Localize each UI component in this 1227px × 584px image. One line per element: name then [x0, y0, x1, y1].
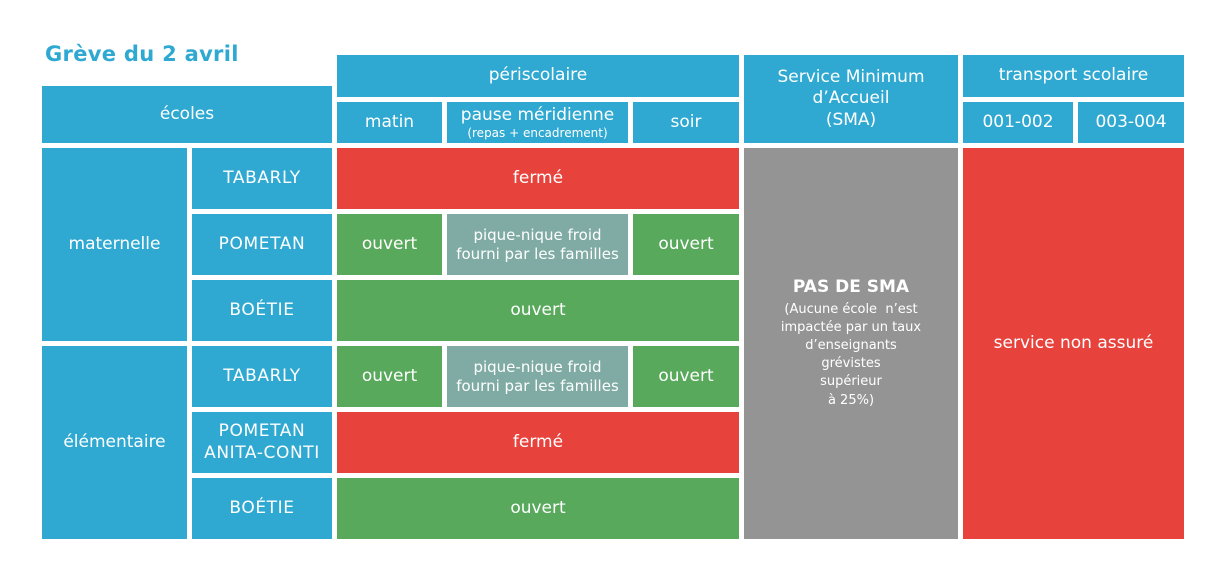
status-elementaire-tabarly-matin-ouvert: ouvert: [337, 346, 442, 407]
sma-status-title: PAS DE SMA: [792, 277, 910, 298]
school-maternelle-pometan: POMETAN: [192, 214, 332, 275]
status-elementaire-tabarly-soir-ouvert: ouvert: [633, 346, 739, 407]
status-maternelle-tabarly-ferme: fermé: [337, 148, 739, 209]
status-maternelle-pometan-matin-ouvert: ouvert: [337, 214, 442, 275]
group-maternelle: maternelle: [42, 148, 187, 341]
header-soir: soir: [633, 102, 739, 143]
sma-status-note: (Aucune école n’est impactée par un taux…: [780, 301, 922, 408]
strike-table: écoles périscolaire Service Minimum d’Ac…: [42, 55, 1184, 539]
status-elementaire-tabarly-pique-nique: pique-nique froid fourni par les famille…: [447, 346, 628, 407]
header-transport-scolaire: transport scolaire: [963, 55, 1184, 97]
status-maternelle-boetie-ouvert: ouvert: [337, 280, 739, 341]
header-pause-meridienne: pause méridienne (repas + encadrement): [447, 102, 628, 143]
header-periscolaire: périscolaire: [337, 55, 739, 97]
page-title: Grève du 2 avril: [45, 42, 239, 66]
header-bus-003-004: 003-004: [1078, 102, 1184, 143]
group-elementaire: élémentaire: [42, 346, 187, 539]
school-elementaire-pometan-anita-conti: POMETAN ANITA-CONTI: [192, 412, 332, 473]
school-maternelle-boetie: BOÉTIE: [192, 280, 332, 341]
transport-status-cell: service non assuré: [963, 148, 1184, 539]
header-matin: matin: [337, 102, 442, 143]
sma-status-cell: PAS DE SMA (Aucune école n’est impactée …: [744, 148, 958, 539]
status-elementaire-boetie-ouvert: ouvert: [337, 478, 739, 539]
header-bus-001-002: 001-002: [963, 102, 1073, 143]
status-maternelle-pometan-soir-ouvert: ouvert: [633, 214, 739, 275]
header-pause-meridienne-main: pause méridienne: [460, 104, 615, 125]
school-maternelle-tabarly: TABARLY: [192, 148, 332, 209]
header-sma: Service Minimum d’Accueil (SMA): [744, 55, 958, 143]
header-pause-meridienne-sub: (repas + encadrement): [467, 126, 608, 141]
status-maternelle-pometan-pique-nique: pique-nique froid fourni par les famille…: [447, 214, 628, 275]
school-elementaire-tabarly: TABARLY: [192, 346, 332, 407]
school-elementaire-boetie: BOÉTIE: [192, 478, 332, 539]
status-elementaire-pometan-ferme: fermé: [337, 412, 739, 473]
header-ecoles: écoles: [42, 86, 332, 143]
